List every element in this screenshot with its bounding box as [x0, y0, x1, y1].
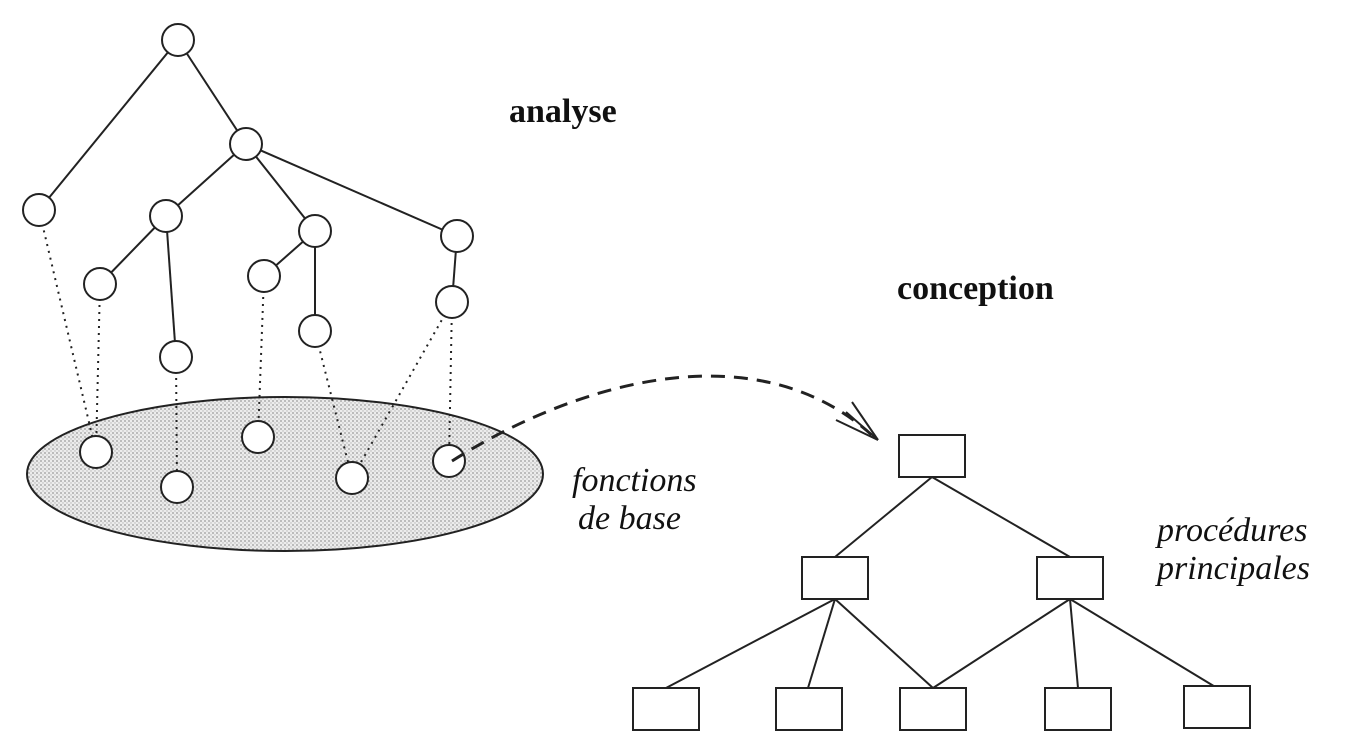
base-function-node [160, 470, 194, 504]
base-function-node [432, 444, 466, 478]
procedure-box [1044, 687, 1112, 731]
tree-node [440, 219, 474, 253]
tree-node [229, 127, 263, 161]
conception-tree-boxes [632, 434, 1251, 731]
tree-node [298, 214, 332, 248]
procedure-box [632, 687, 700, 731]
base-functions-region [26, 396, 544, 552]
transition-arrow [451, 374, 877, 463]
tree-node [247, 259, 281, 293]
tree-node [22, 193, 56, 227]
tree-node [298, 314, 332, 348]
main-procedures-label: procédures principales [1157, 512, 1310, 588]
analysis-tree-edges [38, 39, 458, 358]
tree-node [149, 199, 183, 233]
projection-edges [38, 209, 453, 488]
procedure-box [801, 556, 869, 600]
main-procedures-line1: procédures [1157, 512, 1308, 549]
base-function-nodes [79, 420, 466, 504]
tree-node [83, 267, 117, 301]
base-functions-label: fonctions de base [572, 462, 697, 538]
base-function-node [335, 461, 369, 495]
conception-tree-edges [665, 476, 1218, 689]
main-procedures-line2: principales [1157, 550, 1310, 587]
conception-label: conception [897, 270, 1054, 307]
base-functions-line1: fonctions [572, 462, 697, 499]
arrow-head [835, 401, 879, 441]
procedure-box [1183, 685, 1251, 729]
procedure-box [899, 687, 967, 731]
tree-node [159, 340, 193, 374]
base-functions-line2: de base [578, 500, 681, 537]
procedure-box [775, 687, 843, 731]
procedure-box [1036, 556, 1104, 600]
procedure-box [898, 434, 966, 478]
base-function-node [241, 420, 275, 454]
analysis-label: analyse [509, 93, 617, 130]
base-function-node [79, 435, 113, 469]
analysis-tree-nodes [22, 23, 474, 374]
tree-node [435, 285, 469, 319]
tree-node [161, 23, 195, 57]
